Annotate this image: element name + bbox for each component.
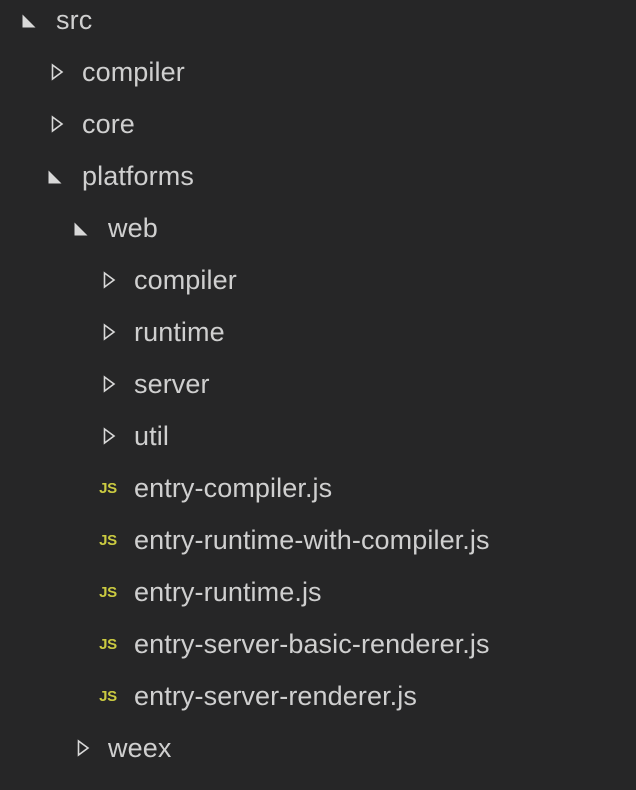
- folder-label: runtime: [134, 316, 225, 347]
- chevron-down-icon[interactable]: [18, 8, 42, 32]
- folder-label: server: [134, 368, 210, 399]
- folder-label: weex: [108, 732, 172, 763]
- file-label: entry-server-renderer.js: [134, 680, 417, 711]
- file-label: entry-compiler.js: [134, 472, 333, 503]
- file-label: entry-server-basic-renderer.js: [134, 628, 490, 659]
- chevron-right-icon[interactable]: [96, 372, 120, 396]
- tree-folder-core[interactable]: core: [0, 98, 636, 150]
- folder-label: platforms: [82, 160, 194, 191]
- chevron-right-icon[interactable]: [44, 60, 68, 84]
- tree-file-entry-runtime-js[interactable]: JS entry-runtime.js: [0, 566, 636, 618]
- tree-file-entry-runtime-with-compiler-js[interactable]: JS entry-runtime-with-compiler.js: [0, 514, 636, 566]
- tree-folder-compiler[interactable]: compiler: [0, 46, 636, 98]
- folder-label: compiler: [134, 264, 237, 295]
- file-label: entry-runtime-with-compiler.js: [134, 524, 490, 555]
- js-file-icon: JS: [99, 635, 117, 653]
- folder-label: web: [108, 212, 158, 243]
- tree-folder-src[interactable]: src: [0, 0, 636, 46]
- chevron-right-icon[interactable]: [96, 320, 120, 344]
- tree-folder-weex[interactable]: weex: [0, 722, 636, 774]
- tree-folder-compiler[interactable]: compiler: [0, 254, 636, 306]
- chevron-right-icon[interactable]: [96, 268, 120, 292]
- tree-file-entry-compiler-js[interactable]: JS entry-compiler.js: [0, 462, 636, 514]
- chevron-down-icon[interactable]: [44, 164, 68, 188]
- folder-label: util: [134, 420, 169, 451]
- tree-file-entry-server-renderer-js[interactable]: JS entry-server-renderer.js: [0, 670, 636, 722]
- js-file-icon: JS: [99, 531, 117, 549]
- tree-folder-platforms[interactable]: platforms: [0, 150, 636, 202]
- js-file-icon: JS: [99, 687, 117, 705]
- tree-folder-web[interactable]: web: [0, 202, 636, 254]
- folder-label: core: [82, 108, 135, 139]
- js-file-icon: JS: [99, 583, 117, 601]
- js-file-icon: JS: [99, 479, 117, 497]
- chevron-right-icon[interactable]: [96, 424, 120, 448]
- tree-folder-server[interactable]: server: [0, 358, 636, 410]
- chevron-down-icon[interactable]: [70, 216, 94, 240]
- folder-label: compiler: [82, 56, 185, 87]
- tree-folder-runtime[interactable]: runtime: [0, 306, 636, 358]
- tree-file-entry-server-basic-renderer-js[interactable]: JS entry-server-basic-renderer.js: [0, 618, 636, 670]
- chevron-right-icon[interactable]: [44, 112, 68, 136]
- folder-label: src: [56, 4, 93, 35]
- chevron-right-icon[interactable]: [70, 736, 94, 760]
- tree-folder-util[interactable]: util: [0, 410, 636, 462]
- file-label: entry-runtime.js: [134, 576, 322, 607]
